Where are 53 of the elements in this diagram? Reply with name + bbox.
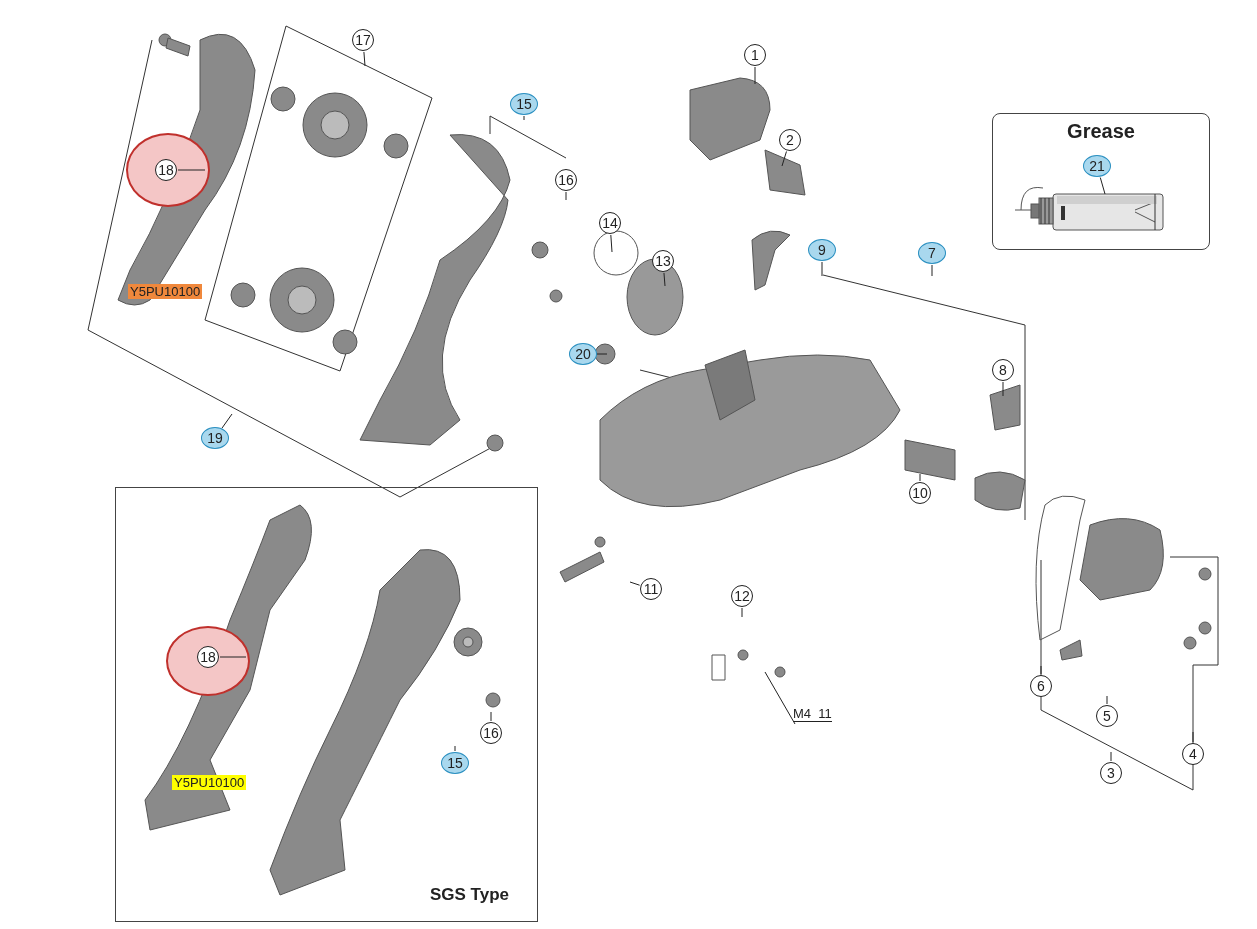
leader-line — [177, 169, 206, 171]
leader-line — [1002, 381, 1004, 397]
callout-number: 8 — [992, 359, 1014, 381]
leader-line — [931, 264, 933, 277]
panel-title: SGS Type — [429, 885, 509, 905]
callout-number: 2 — [779, 129, 801, 151]
callout-number: 5 — [1096, 705, 1118, 727]
leader-line — [610, 234, 613, 253]
leader-line — [781, 150, 787, 167]
callout-number: 13 — [652, 250, 674, 272]
callout-number: 16 — [480, 722, 502, 744]
leader-line — [764, 671, 796, 725]
leader-line — [663, 272, 666, 287]
leader-line — [629, 581, 641, 586]
leader-line — [1192, 731, 1194, 743]
callout-number: 3 — [1100, 762, 1122, 784]
leader-line — [1040, 665, 1042, 675]
callout-number: 15 — [510, 93, 538, 115]
inset-panel — [992, 113, 1210, 250]
callout-number: 16 — [555, 169, 577, 191]
callout-number: 21 — [1083, 155, 1111, 177]
callout-number: 6 — [1030, 675, 1052, 697]
leader-line — [523, 115, 525, 121]
leader-line — [490, 711, 492, 722]
part-number: Y5PU10100 — [172, 775, 247, 790]
leader-line — [1106, 695, 1108, 705]
leader-line — [363, 51, 366, 67]
leader-line — [454, 745, 456, 752]
callout-number: 19 — [201, 427, 229, 449]
leader-line — [1110, 751, 1112, 762]
leader-line — [821, 261, 823, 277]
panel-title: Grease — [1066, 120, 1136, 143]
leader-line — [219, 656, 247, 658]
callout-number: 12 — [731, 585, 753, 607]
leader-line — [221, 413, 233, 429]
leader-line — [741, 607, 743, 618]
leader-line — [1099, 177, 1106, 195]
leader-line — [919, 473, 921, 482]
part-spec-text: M4 11 — [793, 706, 832, 722]
callout-number: 11 — [640, 578, 662, 600]
leader-line — [565, 191, 567, 201]
callout-number: 15 — [441, 752, 469, 774]
part-number: Y5PU10100 — [128, 284, 203, 299]
callout-number: 14 — [599, 212, 621, 234]
callout-number: 20 — [569, 343, 597, 365]
callout-number: 10 — [909, 482, 931, 504]
callout-number: 4 — [1182, 743, 1204, 765]
callout-number: 1 — [744, 44, 766, 66]
callout-number: 7 — [918, 242, 946, 264]
leader-line — [754, 66, 756, 85]
callout-number: 9 — [808, 239, 836, 261]
leader-line — [594, 353, 608, 355]
callout-number: 17 — [352, 29, 374, 51]
